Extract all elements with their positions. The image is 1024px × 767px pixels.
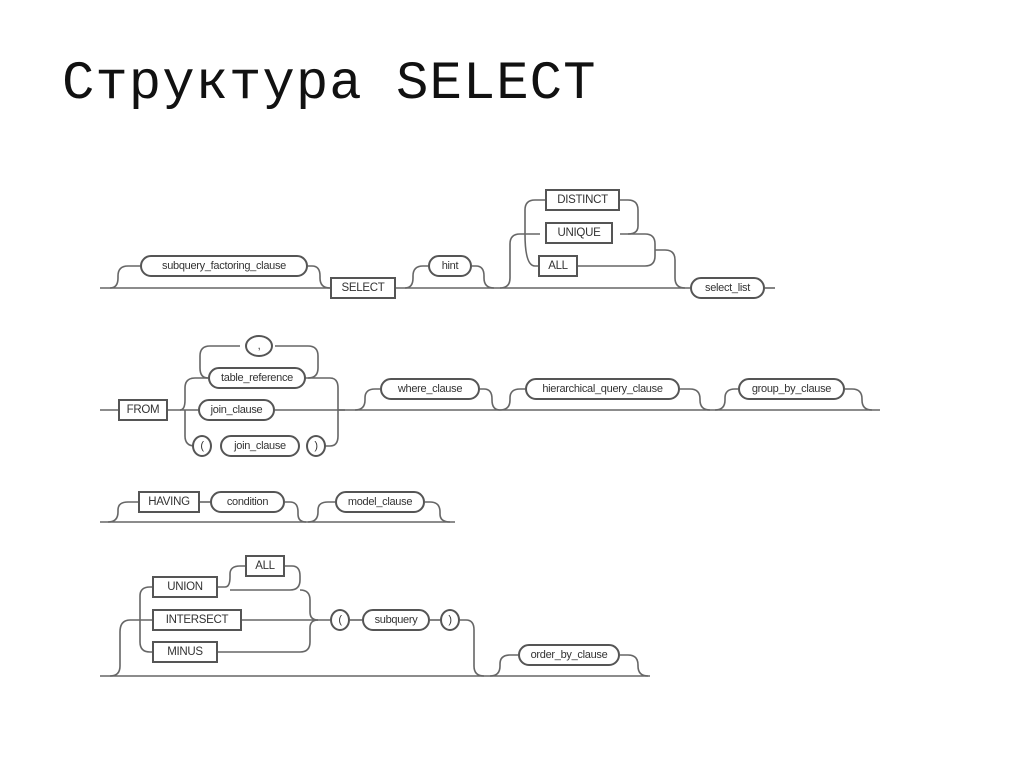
subquery-node: subquery [362,609,430,631]
subquery-factoring-clause-node: subquery_factoring_clause [140,255,308,277]
subquery-right-paren-node: ) [440,609,460,631]
left-paren-node: ( [192,435,212,457]
minus-keyword-node: MINUS [152,641,218,663]
from-keyword-node: FROM [118,399,168,421]
unique-keyword-node: UNIQUE [545,222,613,244]
order-by-clause-node: order_by_clause [518,644,620,666]
right-paren-node: ) [306,435,326,457]
where-clause-node: where_clause [380,378,480,400]
all-keyword-node: ALL [538,255,578,277]
subquery-left-paren-node: ( [330,609,350,631]
having-keyword-node: HAVING [138,491,200,513]
union-all-keyword-node: ALL [245,555,285,577]
group-by-clause-node: group_by_clause [738,378,845,400]
select-keyword-node: SELECT [330,277,396,299]
select-list-node: select_list [690,277,765,299]
intersect-keyword-node: INTERSECT [152,609,242,631]
model-clause-node: model_clause [335,491,425,513]
table-reference-node: table_reference [208,367,306,389]
hierarchical-query-clause-node: hierarchical_query_clause [525,378,680,400]
condition-node: condition [210,491,285,513]
join-clause-node: join_clause [198,399,275,421]
union-keyword-node: UNION [152,576,218,598]
page-title: Структура SELECT [62,54,597,115]
comma-node: , [245,335,273,357]
distinct-keyword-node: DISTINCT [545,189,620,211]
join-clause-paren-node: join_clause [220,435,300,457]
hint-node: hint [428,255,472,277]
